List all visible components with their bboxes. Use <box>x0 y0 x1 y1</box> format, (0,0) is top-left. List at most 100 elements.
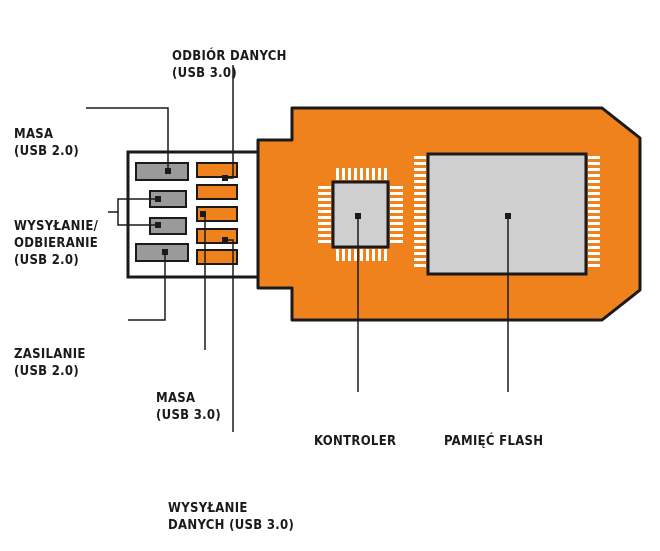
leader-wysylanie-20 <box>108 198 158 213</box>
leader-dots <box>155 168 511 255</box>
flash-pin <box>414 162 426 165</box>
controller-pin <box>390 198 403 201</box>
controller-pin <box>366 168 369 180</box>
usb3-pin-3 <box>196 206 238 222</box>
flash-pin <box>588 168 600 171</box>
flash-pin <box>588 228 600 231</box>
dot-pamiec <box>505 213 511 219</box>
controller-pin <box>318 216 331 219</box>
flash-pin <box>588 204 600 207</box>
controller-pin <box>318 210 331 213</box>
controller-pin <box>318 198 331 201</box>
leader-wysylanie-20b <box>117 212 158 226</box>
usb-stick-diagram <box>86 65 642 432</box>
controller-pin <box>390 216 403 219</box>
flash-pin <box>588 210 600 213</box>
flash-pin <box>414 204 426 207</box>
controller-pin <box>360 249 363 261</box>
flash-pin <box>414 156 426 159</box>
controller-pin <box>342 249 345 261</box>
dot-wys-20-b <box>155 222 161 228</box>
label-masa-usb30: MASA(USB 3.0) <box>156 391 222 423</box>
flash-pin <box>588 186 600 189</box>
usb3-pin-1 <box>196 162 238 178</box>
controller-pin <box>372 168 375 180</box>
controller-pin <box>384 249 387 261</box>
controller-pin <box>372 249 375 261</box>
label-wysylanie-odbieranie: WYSYŁANIE/ODBIERANIE(USB 2.0) <box>14 219 99 268</box>
flash-pin <box>588 174 600 177</box>
flash-pin <box>414 186 426 189</box>
flash-pin <box>588 246 600 249</box>
flash-pins <box>414 156 600 267</box>
controller-pin <box>348 249 351 261</box>
controller-pin <box>318 222 331 225</box>
flash-pin <box>588 252 600 255</box>
dot-kontroler <box>355 213 361 219</box>
flash-pin <box>414 240 426 243</box>
dot-wysylanie-30 <box>222 237 228 243</box>
usb2-pin-ground <box>135 162 189 181</box>
flash-pin <box>414 180 426 183</box>
flash-pin <box>588 192 600 195</box>
controller-pin <box>390 222 403 225</box>
dot-masa-30 <box>200 211 206 217</box>
label-odbior-danych: ODBIÓR DANYCH(USB 3.0) <box>172 49 287 81</box>
controller-pin <box>390 192 403 195</box>
flash-pin <box>414 222 426 225</box>
usb3-pin-2 <box>196 184 238 200</box>
flash-pin <box>414 252 426 255</box>
flash-pin <box>588 198 600 201</box>
controller-pin <box>336 249 339 261</box>
dot-odbior <box>222 175 228 181</box>
label-pamiec-flash: PAMIĘĆ FLASH <box>444 434 544 449</box>
flash-pin <box>588 258 600 261</box>
flash-pin <box>588 234 600 237</box>
flash-pin <box>588 162 600 165</box>
controller-pin <box>342 168 345 180</box>
flash-pin <box>414 246 426 249</box>
flash-pin <box>414 210 426 213</box>
usb3-pin-5 <box>196 249 238 265</box>
controller-pin <box>360 168 363 180</box>
leader-zasilanie <box>128 252 166 321</box>
controller-pin <box>336 168 339 180</box>
flash-pin <box>588 180 600 183</box>
controller-pin <box>318 192 331 195</box>
flash-pin <box>588 264 600 267</box>
flash-pin <box>414 258 426 261</box>
controller-pin <box>378 249 381 261</box>
label-zasilanie: ZASILANIE(USB 2.0) <box>14 347 86 379</box>
controller-pin <box>390 228 403 231</box>
controller-pin <box>318 240 331 243</box>
flash-pin <box>414 264 426 267</box>
controller-pin <box>390 204 403 207</box>
controller-pin <box>384 168 387 180</box>
controller-pin <box>318 228 331 231</box>
dot-zasilanie <box>162 249 168 255</box>
controller-pin <box>348 168 351 180</box>
flash-pin <box>414 192 426 195</box>
flash-pin <box>414 174 426 177</box>
controller-pin <box>354 249 357 261</box>
controller-pin <box>390 240 403 243</box>
usb3-pin-4 <box>196 228 238 244</box>
controller-pin <box>390 234 403 237</box>
flash-pin <box>414 234 426 237</box>
flash-pin <box>414 228 426 231</box>
dot-wys-20-a <box>155 196 161 202</box>
controller-pin <box>354 168 357 180</box>
controller-pin <box>390 186 403 189</box>
leader-masa-20 <box>86 107 169 170</box>
controller-pins <box>318 168 403 261</box>
flash-pin <box>588 240 600 243</box>
label-kontroler: KONTROLER <box>314 434 397 449</box>
controller-pin <box>378 168 381 180</box>
flash-pin <box>588 216 600 219</box>
flash-pin <box>414 168 426 171</box>
controller-pin <box>318 186 331 189</box>
flash-pin <box>414 216 426 219</box>
flash-pin <box>588 156 600 159</box>
controller-pin <box>318 204 331 207</box>
